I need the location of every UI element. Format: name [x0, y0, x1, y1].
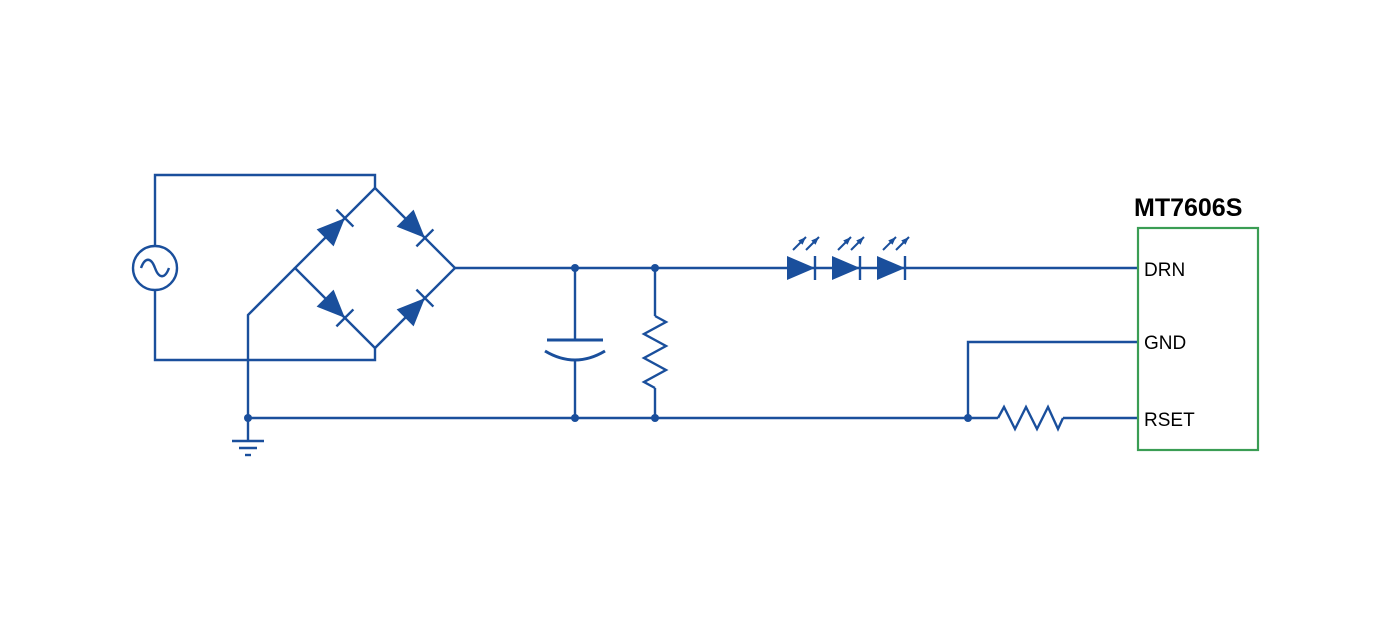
led-icon [877, 237, 909, 280]
capacitor-plate-bottom [544, 349, 606, 362]
wire-ac-bottom [153, 290, 377, 362]
pin-label-rset: RSET [1144, 410, 1195, 431]
led-string-icon [787, 237, 909, 280]
filter-capacitor-icon [544, 268, 606, 418]
pin-label-gnd: GND [1144, 333, 1186, 354]
junction-dot [651, 414, 659, 422]
junction-dot [571, 414, 579, 422]
led-icon [832, 237, 864, 280]
wire-gnd-branch [966, 340, 1138, 418]
ic-box [1136, 226, 1260, 452]
junction-dot [964, 414, 972, 422]
junction-dot [571, 264, 579, 272]
parallel-resistor-icon [641, 268, 669, 418]
wire-ac-top [153, 173, 377, 246]
rset-resistor-icon [996, 404, 1138, 432]
ground-icon [232, 418, 264, 457]
ic-title: MT7606S [1134, 194, 1242, 222]
rset-zigzag [996, 404, 1065, 432]
bridge-rectifier-icon [293, 186, 457, 350]
pin-label-drn: DRN [1144, 260, 1185, 281]
ac-source-icon [131, 244, 179, 292]
bridge-frame [293, 186, 457, 350]
led-icon [787, 237, 819, 280]
junction-dot [651, 264, 659, 272]
resistor-zigzag [641, 314, 669, 390]
junction-dot [244, 414, 252, 422]
wire-bridge-negative [246, 267, 296, 418]
